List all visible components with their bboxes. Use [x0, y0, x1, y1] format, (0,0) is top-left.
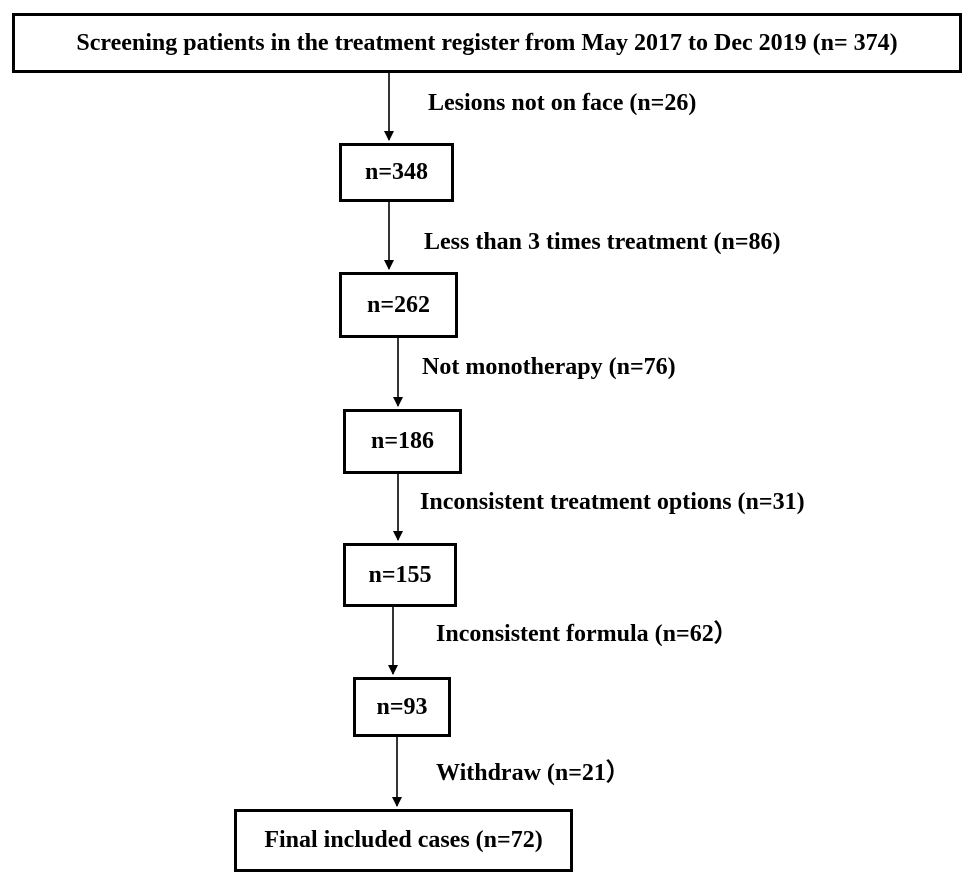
step-text-93: n=93	[376, 693, 428, 720]
step-text-186: n=186	[370, 428, 435, 454]
step-box-final: Final included cases (n=72)	[234, 809, 573, 872]
step-text-348: n=348	[364, 159, 429, 185]
step-text-155: n=155	[368, 561, 432, 588]
step-box-262: n=262	[339, 272, 458, 338]
exclusion-label-face: Lesions not on face (n=26)	[428, 90, 697, 116]
exclusion-label-treatment-count: Less than 3 times treatment (n=86)	[424, 229, 781, 255]
step-box-155: n=155	[343, 543, 457, 607]
exclusion-label-formula: Inconsistent formula (n=62）	[436, 621, 738, 647]
step-box-screening: Screening patients in the treatment regi…	[12, 13, 962, 73]
step-text-final: Final included cases (n=72)	[264, 827, 543, 853]
exclusion-label-monotherapy: Not monotherapy (n=76)	[422, 354, 676, 380]
step-box-93: n=93	[353, 677, 451, 737]
step-box-186: n=186	[343, 409, 462, 474]
step-text-262: n=262	[366, 291, 431, 318]
step-box-348: n=348	[339, 143, 454, 202]
exclusion-label-treatment-options: Inconsistent treatment options (n=31)	[420, 489, 805, 515]
exclusion-label-withdraw: Withdraw (n=21）	[436, 760, 630, 786]
step-text-screening: Screening patients in the treatment regi…	[76, 29, 898, 56]
